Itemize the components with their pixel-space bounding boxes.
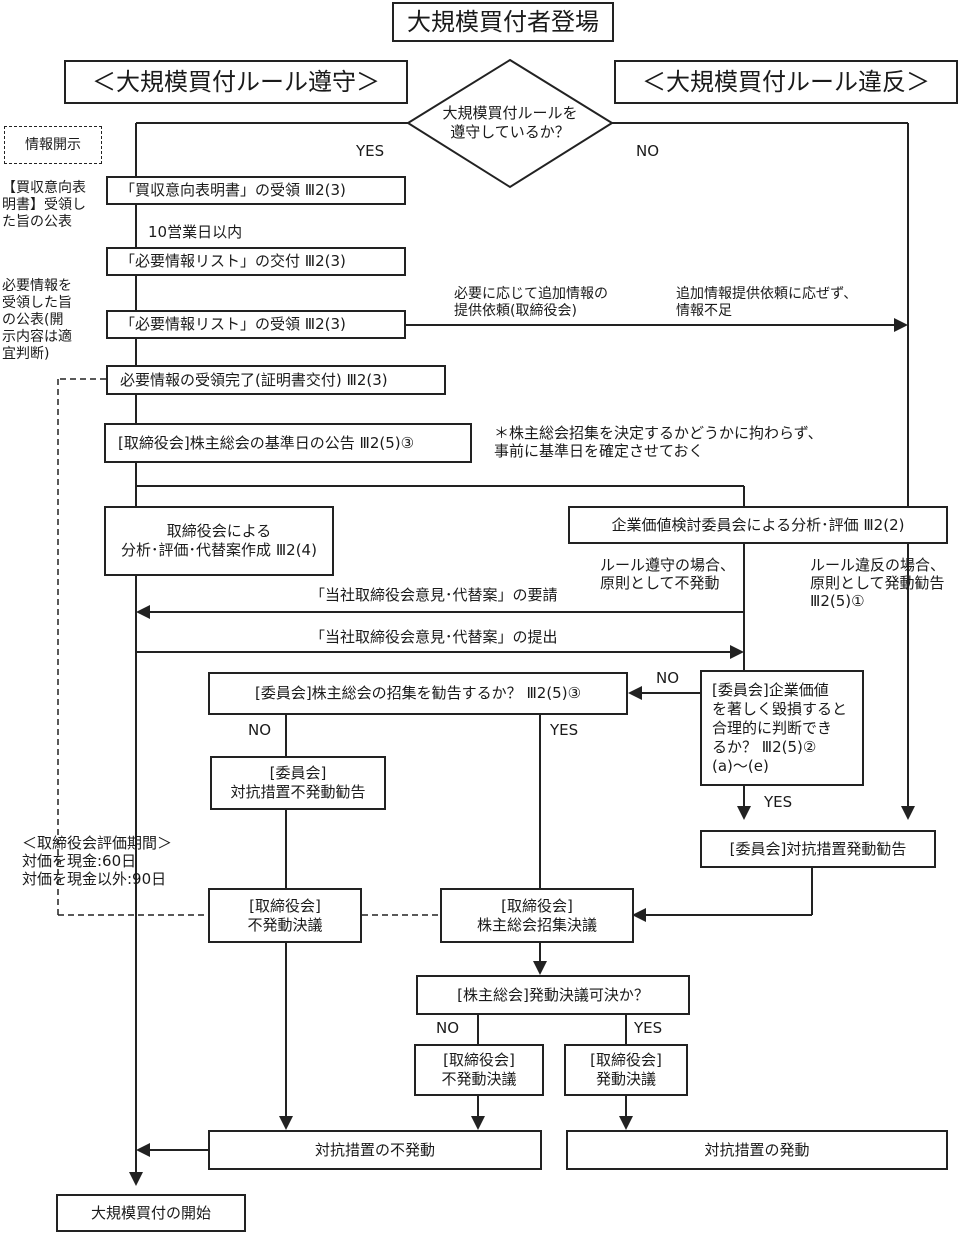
- board-meeting-box: [取締役会] 株主総会招集決議: [440, 888, 634, 943]
- evaluation-period-note: ＜取締役会評価期間＞ 対価を現金:60日 対価を現金以外:90日: [22, 834, 173, 888]
- acquisition-start-box: 大規模買付の開始: [56, 1194, 246, 1232]
- decision-label: 大規模買付ルールを 遵守しているか？: [442, 104, 578, 141]
- recommend-no-label: NO: [248, 721, 272, 739]
- board-analysis-box: 取締役会による 分析･評価･代替案作成 Ⅲ2(4): [104, 506, 334, 576]
- side-note-2: 必要情報を 受領した旨 の公表(開 示内容は適 宜判断): [2, 278, 72, 362]
- shareholder-vote-question: [株主総会]発動決議可決か？: [416, 975, 690, 1015]
- vote-yes-label: YES: [634, 1019, 663, 1037]
- submit-label: 「当社取締役会意見･代替案」の提出: [310, 628, 558, 646]
- no-response-label: 追加情報提供依頼に応ぜず、 情報不足: [676, 286, 858, 319]
- damage-no-label: NO: [656, 669, 680, 687]
- violate-case-label: ルール違反の場合、 原則として発動勧告 Ⅲ2(5)①: [810, 556, 946, 610]
- nontrigger-recommend-box: [委員会] 対抗措置不発動勧告: [210, 756, 386, 810]
- no-label: NO: [636, 142, 660, 160]
- additional-request-label: 必要に応じて追加情報の 提供依頼(取締役会): [454, 286, 608, 319]
- step-info-list-delivery: 「必要情報リスト」の交付 Ⅲ2(3): [106, 247, 406, 276]
- decision-diamond: [406, 58, 614, 189]
- recommend-meeting-question: [委員会]株主総会の招集を勧告するか？ Ⅲ2(5)③: [208, 672, 628, 715]
- trigger-recommend-box: [委員会]対抗措置発動勧告: [700, 830, 936, 868]
- no-countermeasure-box: 対抗措置の不発動: [208, 1130, 542, 1170]
- disclosure-box: 情報開示: [4, 126, 102, 164]
- comply-case-label: ルール遵守の場合、 原則として不発動: [600, 556, 736, 592]
- step-record-date: [取締役会]株主総会の基準日の公告 Ⅲ2(5)③: [104, 423, 472, 463]
- title-box: 大規模買付者登場: [392, 2, 614, 42]
- step-receipt-complete: 必要情報の受領完了(証明書交付) Ⅲ2(3): [106, 365, 446, 395]
- yes-label: YES: [356, 142, 385, 160]
- side-note-1: 【買収意向表 明書】受領し た旨の公表: [2, 180, 86, 230]
- violate-header: ＜大規模買付ルール違反＞: [614, 60, 958, 104]
- board-nontrigger-box-2: [取締役会] 不発動決議: [414, 1044, 544, 1096]
- comply-header: ＜大規模買付ルール遵守＞: [64, 60, 408, 104]
- days-label: 10営業日以内: [148, 223, 243, 241]
- board-nontrigger-box: [取締役会] 不発動決議: [208, 888, 362, 943]
- recommend-yes-label: YES: [550, 721, 579, 739]
- board-trigger-box: [取締役会] 発動決議: [564, 1044, 688, 1096]
- damage-yes-label: YES: [764, 793, 793, 811]
- countermeasure-box: 対抗措置の発動: [566, 1130, 948, 1170]
- request-label: 「当社取締役会意見･代替案」の要請: [310, 586, 558, 604]
- step-info-list-receipt: 「必要情報リスト」の受領 Ⅲ2(3): [106, 310, 406, 339]
- committee-analysis-box: 企業価値検討委員会による分析･評価 Ⅲ2(2): [568, 506, 948, 544]
- step-intent-letter: 「買収意向表明書」の受領 Ⅲ2(3): [106, 176, 406, 205]
- record-date-note: ＊株主総会招集を決定するかどうかに拘わらず、 事前に基準日を確定させておく: [494, 424, 823, 460]
- vote-no-label: NO: [436, 1019, 460, 1037]
- damage-question: [委員会]企業価値 を著しく毀損すると 合理的に判断でき るか？ Ⅲ2(5)② …: [700, 670, 864, 786]
